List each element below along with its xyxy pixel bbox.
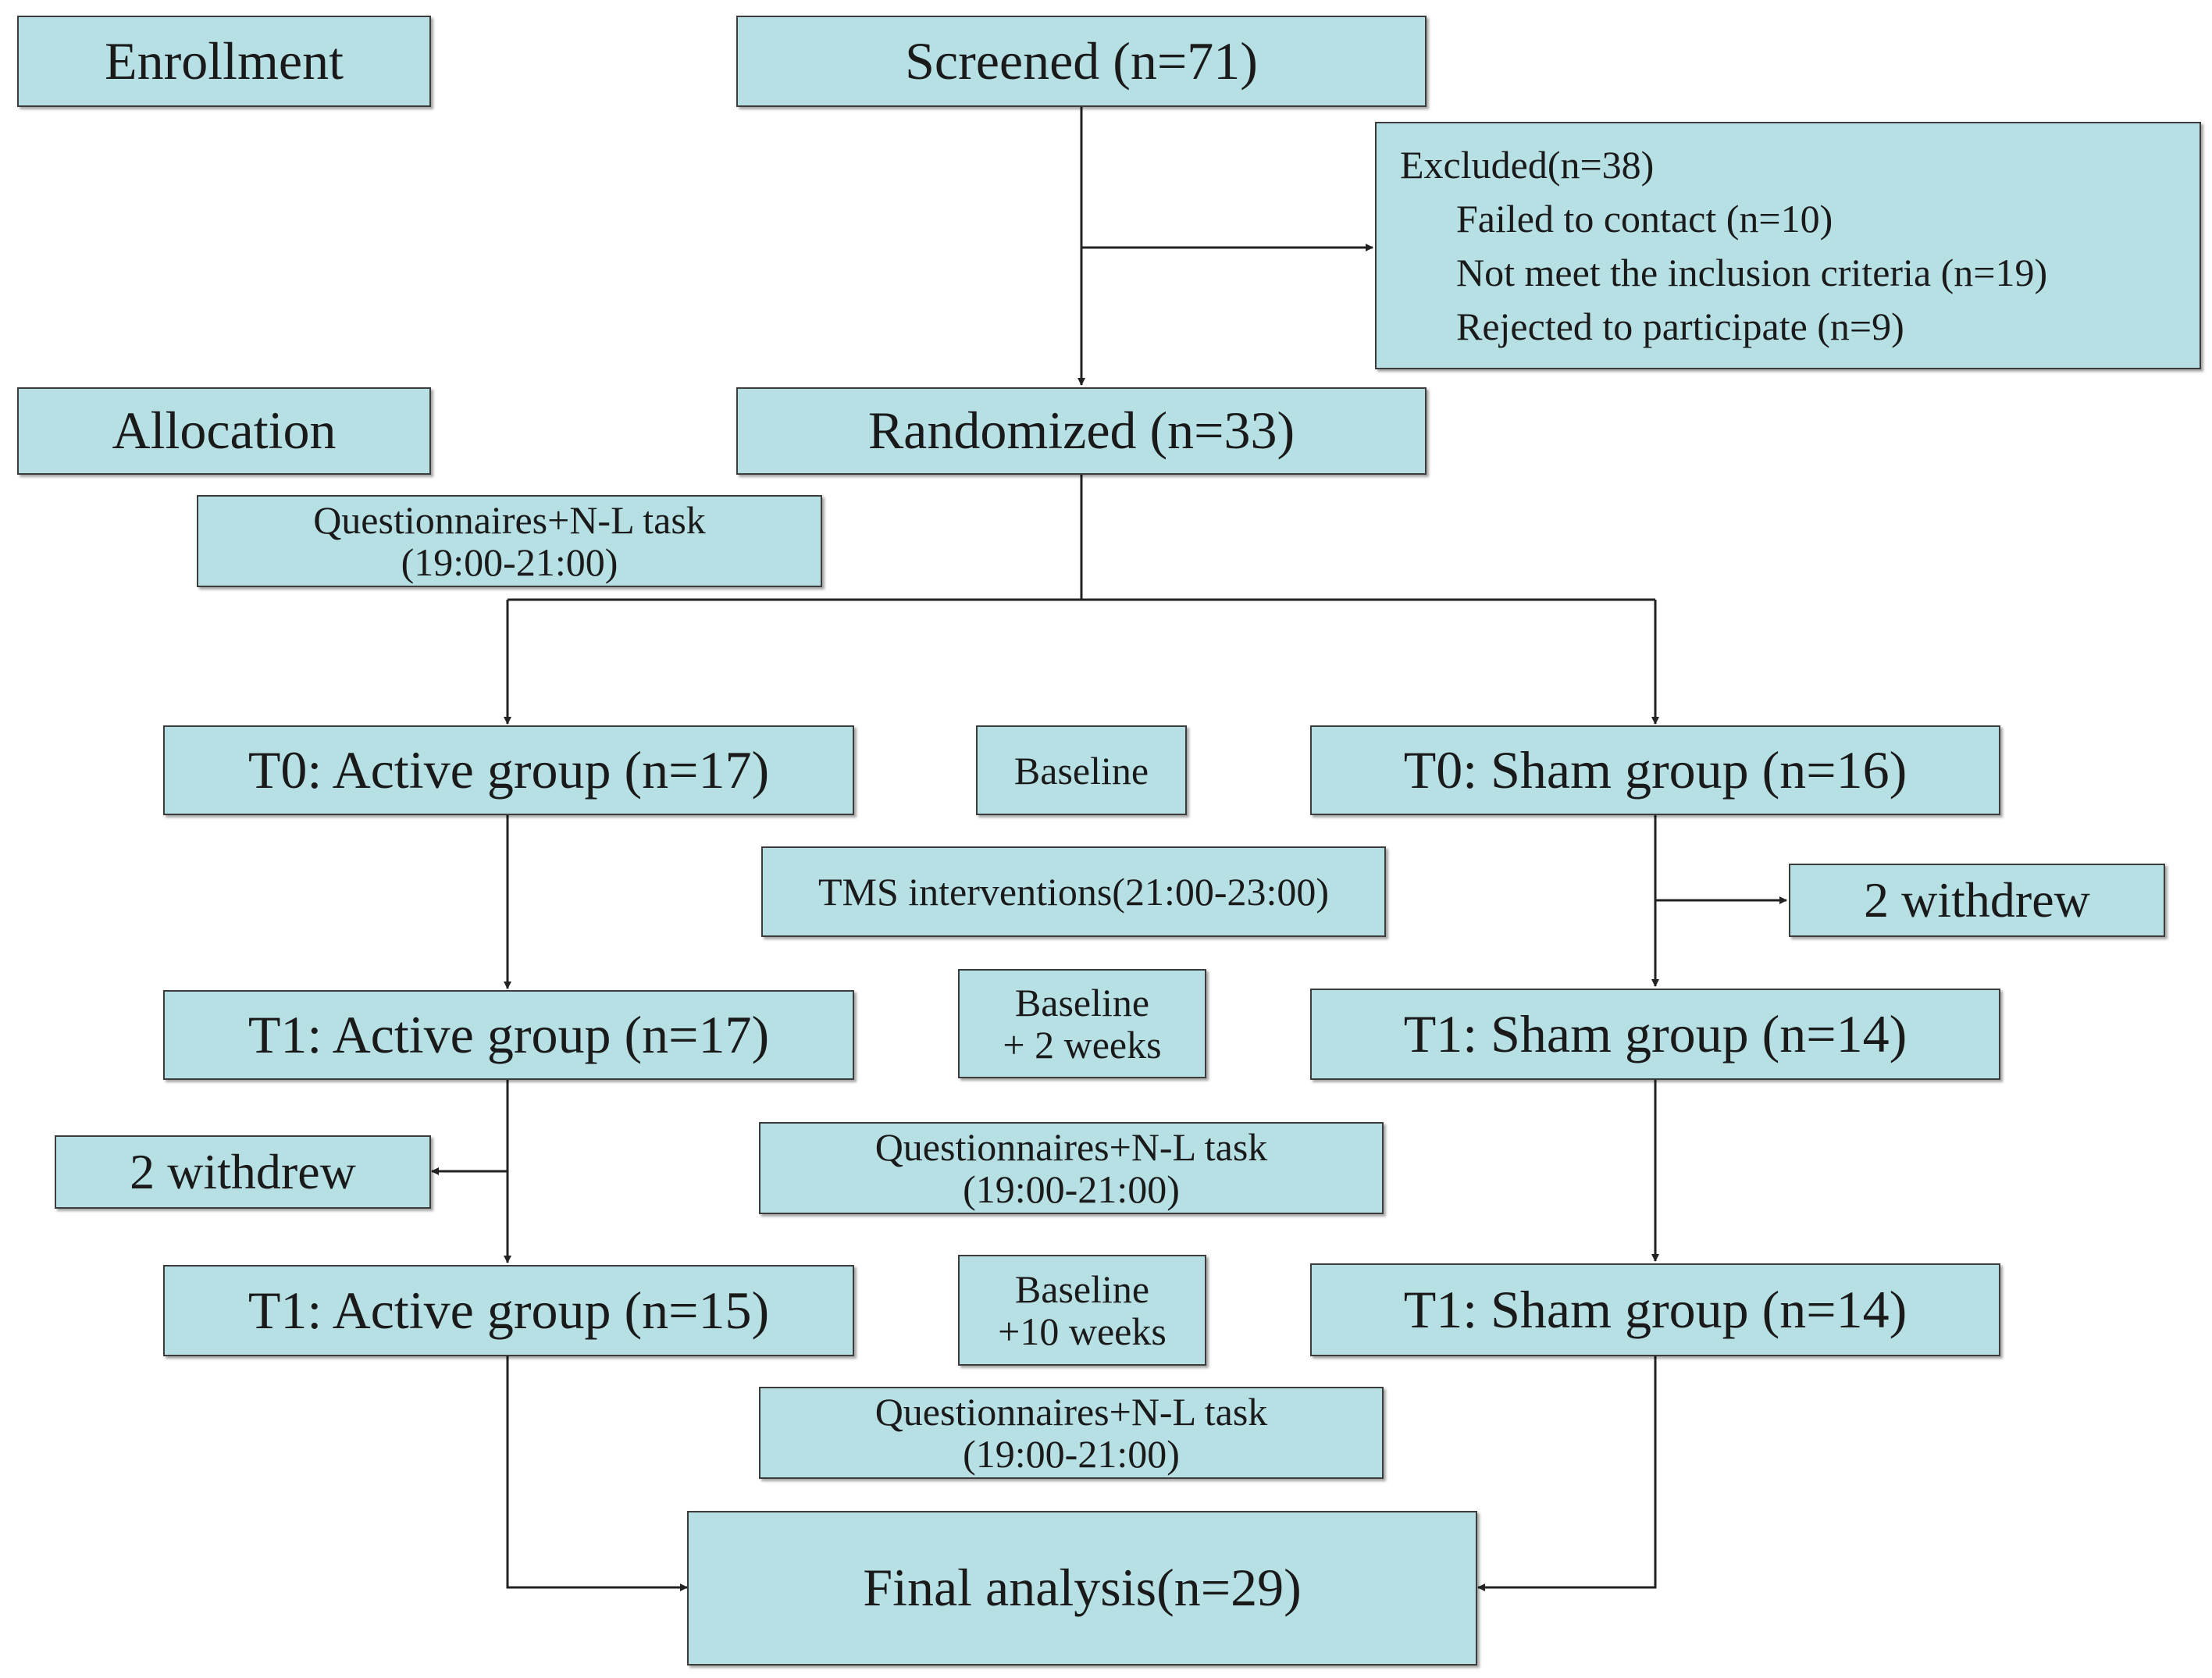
assessment-10wk-task: Questionnaires+N-L task	[874, 1390, 1268, 1434]
assessment-10wk-time: (19:00-21:00)	[963, 1432, 1180, 1476]
sham-t0-box: T0: Sham group (n=16)	[1310, 725, 2000, 815]
baseline-2wk-label: Baseline + 2 weeks	[958, 969, 1206, 1078]
active-t1-box: T1: Active group (n=15)	[163, 1265, 854, 1356]
baseline-10wk-line1: Baseline	[1014, 1267, 1150, 1311]
baseline-2wk-line2: + 2 weeks	[1003, 1023, 1162, 1067]
excluded-reason: Failed to contact (n=10)	[1456, 196, 1833, 240]
final-analysis-box: Final analysis(n=29)	[687, 1511, 1477, 1666]
pre-assessment-time: (19:00-21:00)	[401, 540, 618, 584]
excluded-box: Excluded(n=38) Failed to contact (n=10) …	[1375, 122, 2201, 369]
assessment-10wk-box: Questionnaires+N-L task (19:00-21:00)	[759, 1387, 1384, 1479]
assessment-2wk-task: Questionnaires+N-L task	[874, 1125, 1268, 1169]
baseline-2wk-line1: Baseline	[1014, 981, 1150, 1024]
pre-assessment-task: Questionnaires+N-L task	[313, 498, 706, 542]
sham-withdrew-box: 2 withdrew	[1789, 864, 2165, 937]
active-t1-box: T1: Active group (n=17)	[163, 990, 854, 1080]
randomized-box: Randomized (n=33)	[736, 387, 1427, 475]
baseline-10wk-label: Baseline +10 weeks	[958, 1255, 1206, 1366]
excluded-title: Excluded(n=38)	[1400, 142, 1655, 187]
sham-t1-box: T1: Sham group (n=14)	[1310, 989, 2000, 1080]
active-withdrew-box: 2 withdrew	[55, 1135, 431, 1209]
sham-t1-box: T1: Sham group (n=14)	[1310, 1263, 2000, 1356]
screened-box: Screened (n=71)	[736, 16, 1427, 107]
sham-to-final-arrow	[1477, 1356, 1657, 1591]
excluded-reason: Rejected to participate (n=9)	[1456, 304, 1904, 348]
allocation-label: Allocation	[17, 387, 431, 475]
assessment-2wk-time: (19:00-21:00)	[963, 1167, 1180, 1211]
pre-assessment-box: Questionnaires+N-L task (19:00-21:00)	[197, 495, 822, 587]
tms-intervention-box: TMS interventions(21:00-23:00)	[761, 846, 1386, 937]
enrollment-label: Enrollment	[17, 16, 431, 107]
active-to-final-arrow	[506, 1356, 688, 1591]
baseline-10wk-line2: +10 weeks	[998, 1309, 1167, 1353]
excluded-reason: Not meet the inclusion criteria (n=19)	[1456, 250, 2048, 294]
active-t0-box: T0: Active group (n=17)	[163, 725, 854, 815]
assessment-2wk-box: Questionnaires+N-L task (19:00-21:00)	[759, 1122, 1384, 1214]
baseline-label: Baseline	[976, 725, 1187, 815]
